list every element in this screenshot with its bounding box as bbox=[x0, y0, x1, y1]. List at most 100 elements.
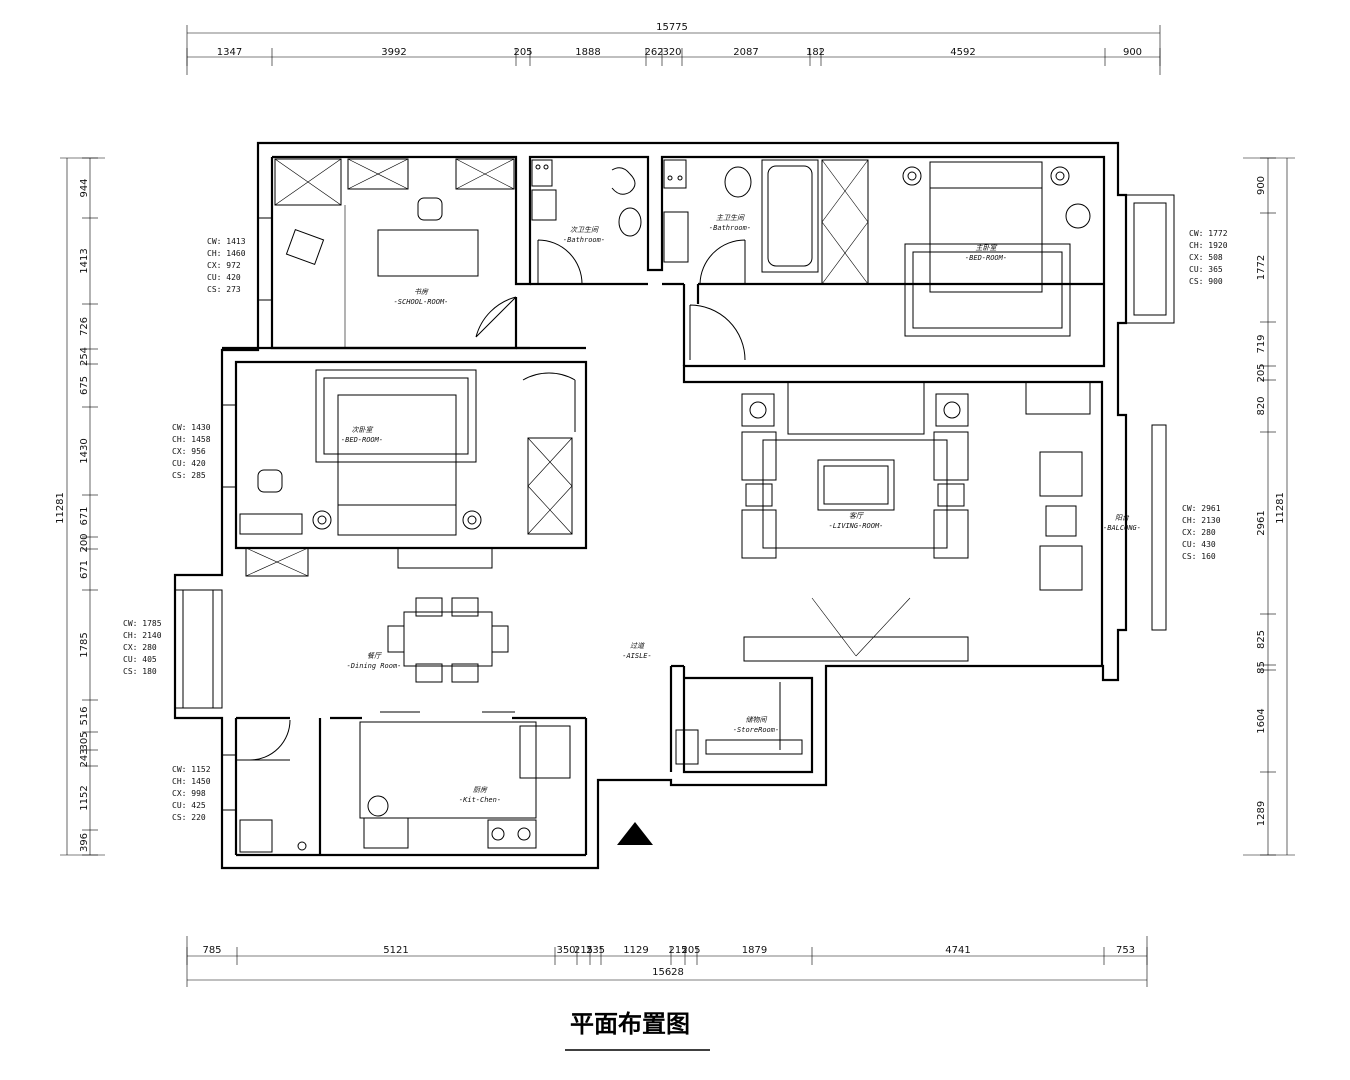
master-window-spec: CW: 1772 CH: 1920 CX: 508 CU: 365 CS: 90… bbox=[1189, 229, 1228, 286]
svg-text:CU: 420: CU: 420 bbox=[207, 273, 241, 282]
school-room-label-en: -SCHOOL-ROOM- bbox=[394, 298, 449, 306]
right-segment-dimension: 900 bbox=[1256, 176, 1267, 195]
room-labels: 书房 -SCHOOL-ROOM- 次卫生间 -Bathroom- 主卫生间 -B… bbox=[341, 214, 1141, 804]
left-segment-dimension: 1413 bbox=[79, 248, 90, 273]
svg-text:CH: 1460: CH: 1460 bbox=[207, 249, 246, 258]
left-segment-dimension: 1152 bbox=[79, 785, 90, 810]
master-bedroom-label-cn: 主卧室 bbox=[976, 244, 998, 252]
master-bedroom-label-en: -BED-ROOM- bbox=[965, 254, 1007, 262]
left-segment-dimension: 243 bbox=[79, 748, 90, 767]
bottom-segment-dimension: 4741 bbox=[945, 945, 970, 956]
svg-text:CU: 405: CU: 405 bbox=[123, 655, 157, 664]
bottom-segment-dimension: 350 bbox=[556, 945, 575, 956]
dining-window-spec: CW: 1785 CH: 2140 CX: 280 CU: 405 CS: 18… bbox=[123, 619, 162, 676]
north-triangle-icon bbox=[617, 822, 653, 845]
right-segment-dimension: 1604 bbox=[1256, 708, 1267, 733]
master-bath-label-en: -Bathroom- bbox=[709, 224, 751, 232]
svg-text:CX: 280: CX: 280 bbox=[123, 643, 157, 652]
bottom-segment-dimension: 5121 bbox=[383, 945, 408, 956]
master-bedroom-furniture bbox=[902, 161, 1091, 337]
second-bedroom-label-en: -BED-ROOM- bbox=[341, 436, 383, 444]
balcony-window-spec: CW: 2961 CH: 2130 CX: 280 CU: 430 CS: 16… bbox=[1182, 504, 1221, 561]
second-bedroom-furniture bbox=[239, 369, 573, 536]
kitchen-fixtures bbox=[239, 721, 571, 853]
top-segment-dimension: 2087 bbox=[733, 47, 758, 58]
left-segment-dimension: 675 bbox=[79, 376, 90, 395]
drawing-title: 平面布置图 bbox=[570, 1010, 690, 1038]
master-bath-label-cn: 主卫生间 bbox=[716, 214, 745, 222]
right-segment-dimension: 719 bbox=[1256, 334, 1267, 353]
left-segment-dimension: 1430 bbox=[79, 438, 90, 463]
svg-text:CU: 420: CU: 420 bbox=[172, 459, 206, 468]
right-segment-dimension: 205 bbox=[1256, 363, 1267, 382]
svg-text:CX: 508: CX: 508 bbox=[1189, 253, 1223, 262]
kitchen-label-en: -Kit-Chen- bbox=[459, 796, 501, 804]
svg-text:CX: 972: CX: 972 bbox=[207, 261, 241, 270]
bottom-segment-dimension: 1879 bbox=[742, 945, 767, 956]
left-segment-dimension: 944 bbox=[79, 178, 90, 197]
svg-text:CW: 2961: CW: 2961 bbox=[1182, 504, 1221, 513]
svg-text:CX: 956: CX: 956 bbox=[172, 447, 206, 456]
windows bbox=[174, 194, 1175, 811]
aisle-label-cn: 过道 bbox=[630, 642, 645, 650]
living-room-furniture bbox=[741, 381, 1091, 662]
bottom-segment-dimension: 235 bbox=[586, 945, 605, 956]
storeroom-label-en: -StoreRoom- bbox=[733, 726, 779, 734]
bedroom2-window-spec: CW: 1430 CH: 1458 CX: 956 CU: 420 CS: 28… bbox=[172, 423, 211, 480]
storeroom-furniture bbox=[675, 682, 803, 765]
exterior-walls bbox=[173, 141, 1128, 870]
school-room-furniture bbox=[274, 158, 515, 348]
school-window-spec: CW: 1413 CH: 1460 CX: 972 CU: 420 CS: 27… bbox=[207, 237, 246, 294]
top-segment-dimension: 262 bbox=[644, 47, 663, 58]
window-specs: CW: 1413 CH: 1460 CX: 972 CU: 420 CS: 27… bbox=[123, 229, 1228, 822]
dimension-lines bbox=[60, 25, 1295, 987]
left-segment-dimension: 200 bbox=[79, 533, 90, 552]
bottom-segment-dimension: 215 bbox=[668, 945, 687, 956]
bottom-segment-dimension: 215 bbox=[574, 945, 593, 956]
svg-text:CS: 180: CS: 180 bbox=[123, 667, 157, 676]
top-segment-dimension: 320 bbox=[662, 47, 681, 58]
left-segment-dimension: 516 bbox=[79, 706, 90, 725]
svg-text:CW: 1430: CW: 1430 bbox=[172, 423, 211, 432]
top-segment-dimension: 4592 bbox=[950, 47, 975, 58]
bottom-segment-dimension: 753 bbox=[1116, 945, 1135, 956]
svg-text:CS: 160: CS: 160 bbox=[1182, 552, 1216, 561]
left-segment-dimension: 305 bbox=[79, 731, 90, 750]
living-room-label-en: -LIVING-ROOM- bbox=[829, 522, 884, 530]
svg-text:CW: 1413: CW: 1413 bbox=[207, 237, 246, 246]
guest-bath-label-cn: 次卫生间 bbox=[570, 226, 599, 234]
right-segment-dimension: 1772 bbox=[1256, 255, 1267, 280]
bottom-segment-dimension: 1129 bbox=[623, 945, 648, 956]
kitchen-label-cn: 厨房 bbox=[473, 786, 488, 794]
top-segment-dimension: 182 bbox=[806, 47, 825, 58]
balcony-label-en: -BALCONG- bbox=[1103, 524, 1141, 532]
right-segment-dimension: 85 bbox=[1256, 661, 1267, 674]
svg-text:CS: 220: CS: 220 bbox=[172, 813, 206, 822]
svg-text:CU: 430: CU: 430 bbox=[1182, 540, 1216, 549]
kitchen-window-spec: CW: 1152 CH: 1450 CX: 998 CU: 425 CS: 22… bbox=[172, 765, 211, 822]
storeroom-label-cn: 储物间 bbox=[746, 716, 768, 724]
left-segment-dimension: 671 bbox=[79, 506, 90, 525]
bottom-segment-dimension: 785 bbox=[202, 945, 221, 956]
aisle-label-en: -AISLE- bbox=[622, 652, 652, 660]
left-segment-dimension: 671 bbox=[79, 560, 90, 579]
bottom-total-dimension: 15628 bbox=[652, 967, 684, 978]
svg-text:CW: 1152: CW: 1152 bbox=[172, 765, 211, 774]
svg-text:CW: 1772: CW: 1772 bbox=[1189, 229, 1228, 238]
svg-text:CX: 998: CX: 998 bbox=[172, 789, 206, 798]
left-segment-dimension: 254 bbox=[79, 347, 90, 366]
svg-text:CH: 1920: CH: 1920 bbox=[1189, 241, 1228, 250]
school-room-label-cn: 书房 bbox=[414, 288, 429, 296]
left-segment-dimension: 726 bbox=[79, 317, 90, 336]
top-segment-dimension: 900 bbox=[1123, 47, 1142, 58]
dining-furniture bbox=[245, 547, 509, 683]
doors bbox=[236, 239, 746, 761]
svg-text:CS: 900: CS: 900 bbox=[1189, 277, 1223, 286]
svg-text:CS: 285: CS: 285 bbox=[172, 471, 206, 480]
dining-room-label-en: -Dining Room- bbox=[347, 662, 402, 670]
left-segment-dimension: 396 bbox=[79, 833, 90, 852]
bottom-segment-dimension: 205 bbox=[681, 945, 700, 956]
top-segment-dimension: 205 bbox=[513, 47, 532, 58]
svg-text:CH: 2140: CH: 2140 bbox=[123, 631, 162, 640]
